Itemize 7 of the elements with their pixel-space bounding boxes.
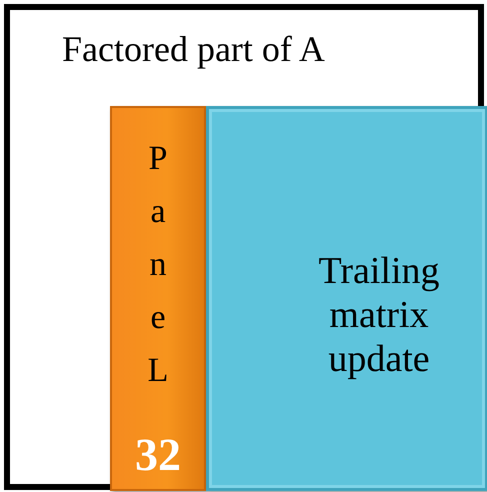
block-label: Trailing matrix update [317,249,441,381]
panel-width-number: 32 [134,428,182,481]
frame-title: Factored part of A [62,28,325,70]
panel-label: PaneL [146,139,170,391]
trailing-matrix-block [206,106,487,491]
panel-column [110,106,206,491]
matrix-frame [4,4,484,490]
